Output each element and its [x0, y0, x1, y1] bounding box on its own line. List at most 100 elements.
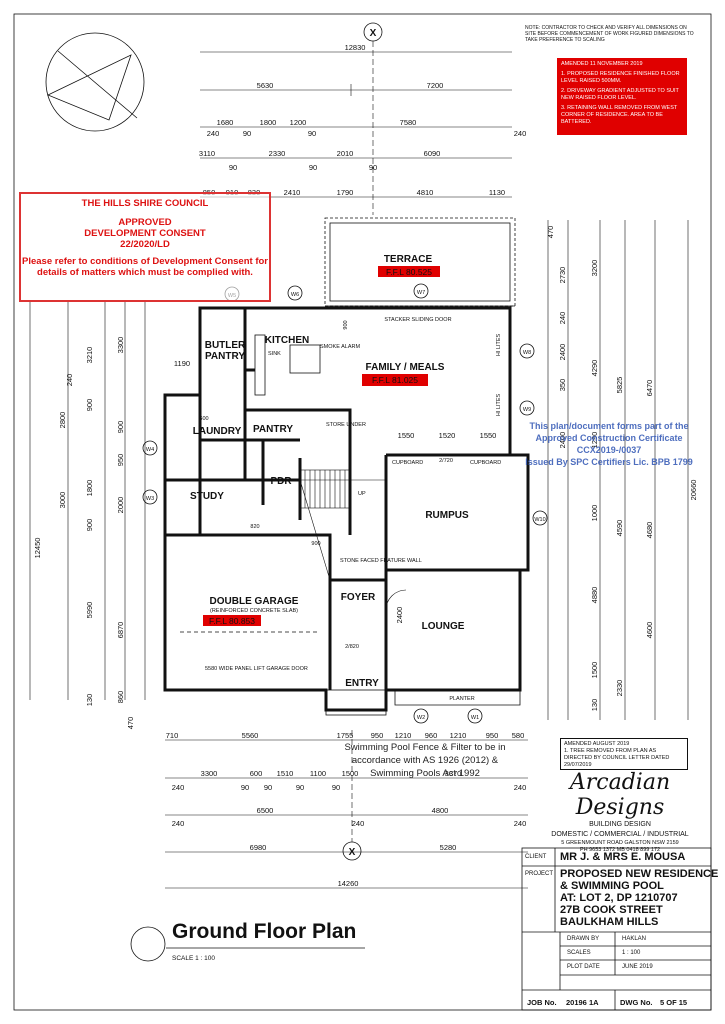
- project-line2: & SWIMMING POOL: [560, 880, 664, 892]
- right-dimensions: 470 2730 3200 240 2400 4290 5825 6470 35…: [546, 220, 698, 720]
- dim-bot-edge9: 240: [514, 819, 527, 828]
- idim-9: 600: [199, 416, 208, 422]
- amendment-1: 1. PROPOSED RESIDENCE FINISHED FLOOR LEV…: [561, 71, 680, 84]
- dim-bot-edge2: 90: [241, 783, 249, 792]
- interior-dimensions: 1550 1520 1550 2400 2/720 2/820 900 820 …: [199, 320, 496, 650]
- window-w3: W3: [146, 496, 154, 502]
- dim-right-11: 1290: [590, 432, 599, 449]
- dim-top-a: 5630: [257, 81, 274, 90]
- dim-right-10: 2400: [558, 432, 567, 449]
- dim-left-18: 470: [126, 717, 135, 730]
- dim-bot-k: 600: [250, 769, 263, 778]
- grid-marker-bottom-label: X: [349, 847, 356, 858]
- hilites-1: HI LITES: [496, 334, 502, 357]
- designer-brand: Arcadian Designs BUILDING DESIGN DOMESTI…: [540, 770, 700, 854]
- dim-bot-edge1: 240: [172, 783, 185, 792]
- dim-left-5: 2800: [58, 412, 67, 429]
- dim-left-15: 6870: [116, 622, 125, 639]
- cert-line4: Issued By SPC Certifiers Lic. BPB 1799: [525, 457, 693, 467]
- dim-bot-h: 950: [486, 731, 499, 740]
- dim-bot-s: 5280: [440, 843, 457, 852]
- dim-right-7: 5825: [615, 377, 624, 394]
- family-ffl-box: [362, 374, 428, 386]
- window-w8: W8: [523, 350, 531, 356]
- general-note: NOTE: CONTRACTOR TO CHECK AND VERIFY ALL…: [525, 25, 694, 43]
- dim-right-1: 470: [546, 226, 555, 239]
- garage-ffl: F.F.L 80.853: [209, 616, 255, 626]
- room-butler-pantry: PANTRY: [205, 351, 245, 362]
- project-line1: PROPOSED NEW RESIDENCE: [560, 868, 719, 880]
- sheet-border: [13, 13, 712, 1011]
- dim-bot-edge8: 240: [352, 819, 365, 828]
- stacker-door: STACKER SLIDING DOOR: [384, 317, 451, 323]
- dim-bot-e: 1210: [395, 731, 412, 740]
- dim-right-6: 4290: [590, 360, 599, 377]
- idim-5: 2/720: [439, 458, 453, 464]
- dim-left-16: 130: [85, 694, 94, 707]
- idim-2: 1520: [439, 431, 456, 440]
- dim-top-j: 6090: [424, 149, 441, 158]
- scales-value: 1 : 100: [622, 950, 641, 956]
- dim-bot-m: 1100: [310, 769, 326, 778]
- stairs-up: UP: [358, 491, 366, 497]
- dim-left-14: 5990: [85, 602, 94, 619]
- dim-bot-q: 4800: [432, 806, 449, 815]
- top-dimensions: 12830 5630 7200 1680 1800 1200 7580 240 …: [199, 43, 527, 198]
- dim-left-2: 3300: [116, 337, 125, 354]
- brand-sub2: DOMESTIC / COMMERCIAL / INDUSTRIAL: [551, 831, 689, 838]
- dim-top-edge6: 90: [309, 163, 317, 172]
- dim-right-18: 4600: [645, 622, 654, 639]
- dim-bot-edge4: 90: [296, 783, 304, 792]
- dim-left-13: 950: [116, 454, 125, 467]
- smoke-alarm: SMOKE ALARM: [320, 344, 360, 350]
- project-label: PROJECT: [525, 871, 554, 877]
- dim-bot-a: 710: [166, 731, 179, 740]
- garage-ffl-box: [203, 615, 261, 626]
- job-label: JOB No.: [527, 998, 557, 1007]
- dwg-label: DWG No.: [620, 998, 653, 1007]
- dim-top-h: 2330: [269, 149, 286, 158]
- garage-sub: (REINFORCED CONCRETE SLAB): [210, 608, 298, 614]
- dim-bot-c: 1755: [337, 731, 354, 740]
- room-study: STUDY: [190, 491, 224, 502]
- dim-left-11: 2000: [116, 497, 125, 514]
- dim-top-edge2: 90: [243, 129, 251, 138]
- pool-fence-note: Swimming Pool Fence & Filter to be in ac…: [344, 742, 506, 779]
- dim-bot-p: 6500: [257, 806, 274, 815]
- dim-left-6: 900: [85, 399, 94, 412]
- room-foyer: FOYER: [341, 592, 376, 603]
- dim-top-e: 1200: [290, 118, 307, 127]
- dim-bot-l: 1510: [277, 769, 294, 778]
- dim-left-4: 240: [65, 374, 74, 387]
- drawing-title: Ground Floor Plan: [172, 920, 357, 943]
- brand-addr1: 5 GREENMOUNT ROAD GALSTON NSW 2159: [561, 840, 679, 846]
- dim-right-2: 2730: [558, 267, 567, 284]
- amendment-august-box: AMENDED AUGUST 2019 1. TREE REMOVED FROM…: [560, 738, 688, 770]
- stamp-council: THE HILLS SHIRE COUNCIL: [81, 198, 209, 209]
- dim-top-edge4: 240: [514, 129, 527, 138]
- amendment-august-title: AMENDED AUGUST 2019: [564, 741, 630, 747]
- drawn-by: HAKLAN: [622, 936, 647, 942]
- dim-top-b: 7200: [427, 81, 444, 90]
- brand-sub1: BUILDING DESIGN: [589, 821, 651, 828]
- project-line5: BAULKHAM HILLS: [560, 916, 659, 928]
- dim-bot-j: 3300: [201, 769, 218, 778]
- grid-marker-top-label: X: [370, 28, 377, 39]
- brand-logo: Arcadian Designs: [569, 770, 671, 820]
- amendment-august-text: 1. TREE REMOVED FROM PLAN AS DIRECTED BY…: [564, 748, 670, 768]
- dim-bot-edge6: 240: [514, 783, 527, 792]
- dim-right-3: 3200: [590, 260, 599, 277]
- amendment-3: 3. RETAINING WALL REMOVED FROM WEST CORN…: [561, 105, 678, 125]
- brand-addr2: PH 9653 1372 MB 0418 899 172: [579, 847, 661, 853]
- stone-wall-note: STONE FACED FEATURE WALL: [340, 558, 422, 564]
- room-family: FAMILY / MEALS: [366, 362, 445, 373]
- dim-bot-overall: 14260: [338, 879, 359, 888]
- stamp-approved: APPROVED: [118, 217, 172, 228]
- cupboard-2: CUPBOARD: [470, 460, 501, 466]
- cert-line1: This plan/document forms part of the: [529, 421, 689, 431]
- dim-right-9: 350: [558, 379, 567, 392]
- dim-left-1: 3210: [85, 347, 94, 364]
- cupboard-1: CUPBOARD: [392, 460, 423, 466]
- window-w10: W10: [534, 517, 545, 523]
- dim-top-q: 1130: [489, 188, 505, 197]
